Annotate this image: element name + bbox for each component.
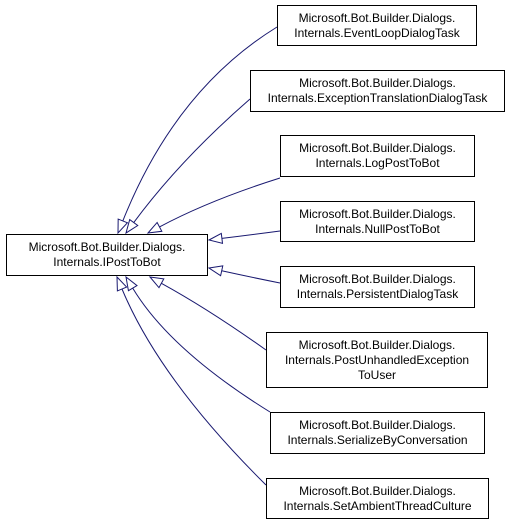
node-event-loop-dialog-task[interactable]: Microsoft.Bot.Builder.Dialogs. Internals…	[277, 5, 477, 46]
node-serialize-by-conversation-line-1: Microsoft.Bot.Builder.Dialogs.	[299, 418, 456, 432]
arrowhead-n0	[117, 218, 129, 235]
node-post-unhandled-exception-to-user-line-2: Internals.PostUnhandledException	[284, 352, 470, 367]
node-event-loop-dialog-task-line-2: Internals.EventLoopDialogTask	[294, 25, 460, 40]
arrowhead-n6	[125, 275, 138, 292]
edge-n3-to-base	[221, 230, 281, 239]
node-set-ambient-thread-culture-line-1: Microsoft.Bot.Builder.Dialogs.	[299, 483, 456, 498]
node-post-unhandled-exception-to-user-line-1: Microsoft.Bot.Builder.Dialogs.	[298, 337, 456, 352]
node-log-post-to-bot-line-2: Internals.LogPostToBot	[315, 156, 440, 170]
node-exception-translation-dialog-task-line-1: Microsoft.Bot.Builder.Dialogs.	[299, 76, 456, 90]
arrowhead-n7	[116, 275, 128, 292]
arrowhead-n2	[146, 221, 163, 234]
edge-n7-to-base	[121, 288, 267, 486]
edge-n0-to-base	[122, 26, 278, 222]
edge-n4-to-base	[221, 270, 281, 284]
node-persistent-dialog-task-line-1: Microsoft.Bot.Builder.Dialogs.	[299, 272, 456, 286]
node-persistent-dialog-task[interactable]: Microsoft.Bot.Builder.Dialogs. Internals…	[280, 266, 475, 308]
node-null-post-to-bot-line-1: Microsoft.Bot.Builder.Dialogs.	[299, 206, 456, 221]
node-set-ambient-thread-culture-line-2: Internals.SetAmbientThreadCulture	[283, 498, 472, 513]
node-post-unhandled-exception-to-user-line-3: ToUser	[357, 367, 396, 382]
edge-n6-to-base	[132, 287, 271, 413]
node-serialize-by-conversation[interactable]: Microsoft.Bot.Builder.Dialogs. Internals…	[270, 412, 485, 454]
node-serialize-by-conversation-line-2: Internals.SerializeByConversation	[287, 433, 468, 447]
node-exception-translation-dialog-task[interactable]: Microsoft.Bot.Builder.Dialogs. Internals…	[250, 70, 505, 112]
node-null-post-to-bot[interactable]: Microsoft.Bot.Builder.Dialogs. Internals…	[280, 201, 475, 242]
node-exception-translation-dialog-task-line-2: Internals.ExceptionTranslationDialogTask	[267, 91, 488, 105]
node-set-ambient-thread-culture[interactable]: Microsoft.Bot.Builder.Dialogs. Internals…	[266, 478, 489, 519]
arrowhead-n1	[125, 218, 139, 235]
node-null-post-to-bot-line-2: Internals.NullPostToBot	[315, 221, 440, 236]
edge-n2-to-base	[159, 177, 281, 228]
edge-n5-to-base	[161, 282, 267, 351]
arrowhead-n4	[207, 265, 224, 277]
arrowhead-n5	[148, 276, 165, 289]
node-log-post-to-bot[interactable]: Microsoft.Bot.Builder.Dialogs. Internals…	[280, 135, 475, 177]
node-event-loop-dialog-task-line-1: Microsoft.Bot.Builder.Dialogs.	[298, 10, 456, 25]
node-ipost-to-bot[interactable]: Microsoft.Bot.Builder.Dialogs. Internals…	[6, 234, 208, 276]
node-post-unhandled-exception-to-user[interactable]: Microsoft.Bot.Builder.Dialogs. Internals…	[266, 332, 488, 388]
node-persistent-dialog-task-line-2: Internals.PersistentDialogTask	[296, 287, 459, 301]
node-ipost-to-bot-line-2: Internals.IPostToBot	[53, 255, 161, 269]
edge-n1-to-base	[133, 98, 251, 223]
node-ipost-to-bot-line-1: Microsoft.Bot.Builder.Dialogs.	[28, 240, 186, 254]
node-log-post-to-bot-line-1: Microsoft.Bot.Builder.Dialogs.	[299, 141, 456, 155]
arrowhead-n3	[207, 232, 224, 245]
